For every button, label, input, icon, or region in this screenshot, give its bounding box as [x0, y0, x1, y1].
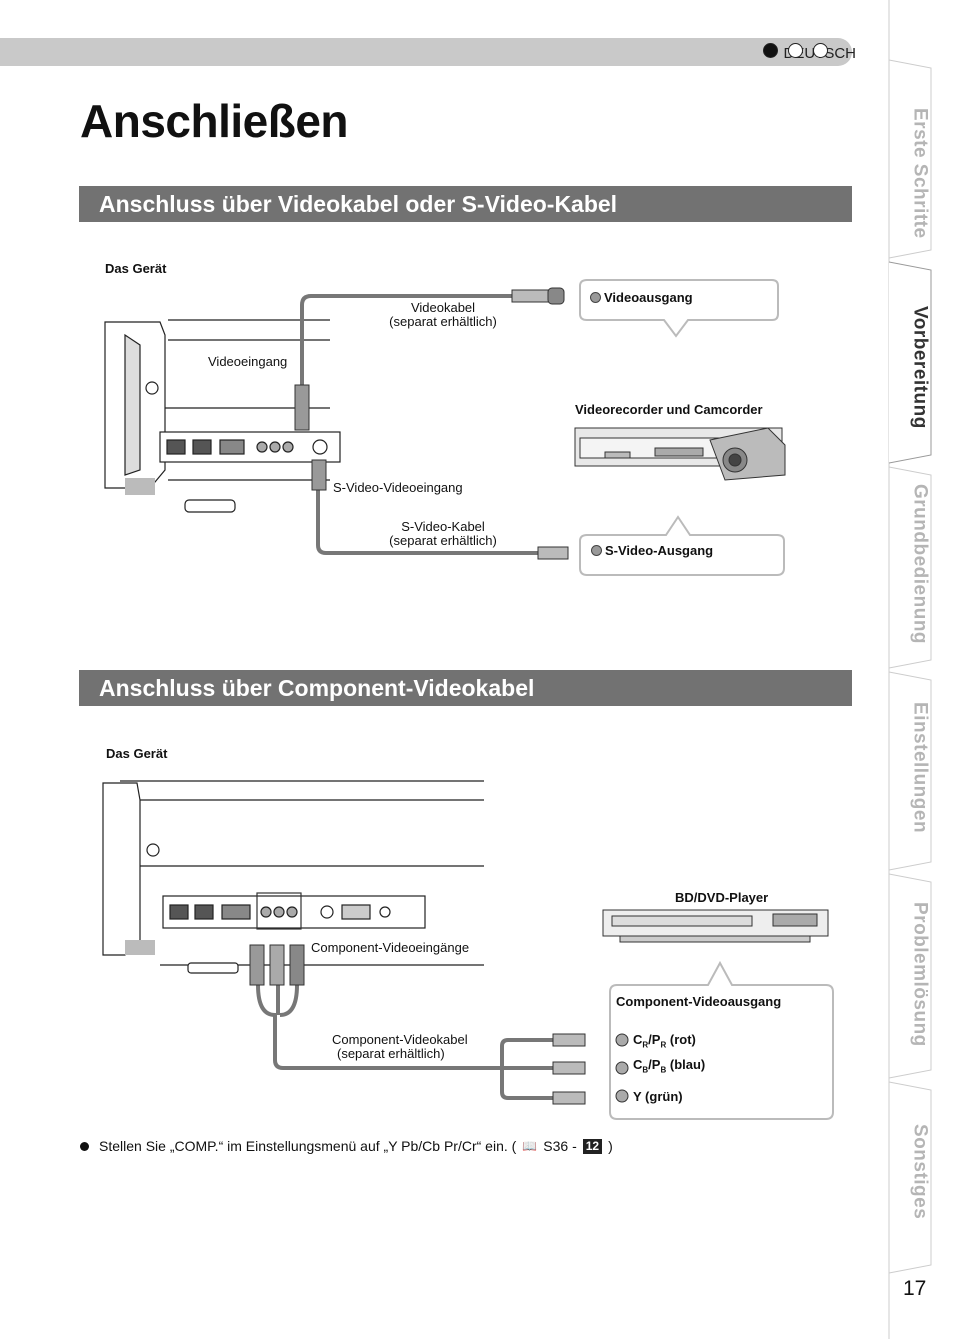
video-input-label: Videoeingang	[208, 354, 288, 369]
video-cable-label: Videokabel (separat erhältlich)	[389, 300, 497, 329]
cr-pr-label: CR/PR (rot)	[633, 1032, 696, 1050]
component-output-label: Component-Videoausgang	[616, 994, 782, 1009]
video-jack-icon	[590, 292, 601, 303]
chapter-tabs: Erste Schritte Vorbereitung Grundbedienu…	[885, 0, 954, 1339]
lang-dot	[813, 43, 828, 58]
callout-svideo-output	[579, 515, 785, 576]
svideo-cable	[316, 470, 540, 555]
device-label-1: Das Gerät	[105, 261, 167, 276]
svideo-plug-projector	[311, 459, 327, 491]
video-cable	[300, 294, 515, 410]
svideo-plug-source	[537, 546, 569, 560]
step-badge: 12	[582, 1138, 603, 1154]
callout-component-output	[609, 960, 834, 1120]
section-heading-video: Anschluss über Videokabel oder S-Video-K…	[79, 186, 852, 222]
cb-pb-label: CB/PB (blau)	[633, 1057, 706, 1075]
y-label: Y (grün)	[633, 1089, 683, 1104]
tab-einstellungen[interactable]: Einstellungen	[909, 702, 931, 834]
tab-sonstiges[interactable]: Sonstiges	[909, 1124, 931, 1220]
book-icon: 📖	[522, 1139, 538, 1153]
section-heading-component: Anschluss über Component-Videokabel	[79, 670, 852, 706]
tab-vorbereitung[interactable]: Vorbereitung	[909, 306, 931, 429]
video-plug-source	[511, 289, 553, 303]
dvd-player-illustration	[602, 909, 829, 943]
svideo-cable-label: S-Video-Kabel (separat erhältlich)	[389, 519, 497, 548]
svideo-input-label: S-Video-Videoeingang	[333, 480, 463, 495]
projector-illustration-2	[102, 780, 484, 974]
component-cable	[256, 984, 555, 1100]
page-title: Anschließen	[80, 95, 349, 147]
note-line: Stellen Sie „COMP.“ im Einstellungsmenü …	[80, 1138, 613, 1154]
svideo-output-label: S-Video-Ausgang	[591, 544, 713, 558]
tab-problemloesung[interactable]: Problemlösung	[909, 902, 931, 1047]
recorder-label: Videorecorder und Camcorder	[575, 402, 763, 417]
component-inputs-label: Component-Videoeingänge	[311, 940, 470, 955]
svideo-jack-icon	[591, 545, 602, 556]
language-indicator	[763, 43, 828, 58]
player-label: BD/DVD-Player	[675, 890, 769, 905]
video-plug-projector	[294, 384, 310, 431]
tab-grundbedienung[interactable]: Grundbedienung	[909, 484, 931, 645]
bullet-icon	[80, 1141, 89, 1151]
callout-video-output	[579, 279, 779, 338]
component-cable-label: Component-Videokabel (separat erhältlich…	[332, 1032, 468, 1061]
projector-illustration-1	[104, 319, 341, 513]
page-number: 17	[903, 1277, 927, 1300]
vcr-illustration	[574, 427, 786, 481]
lang-dot-active	[763, 43, 778, 58]
header-bar	[0, 38, 852, 66]
tab-erste-schritte[interactable]: Erste Schritte	[909, 108, 931, 239]
video-output-label: Videoausgang	[590, 291, 693, 305]
tab-outline	[888, 0, 932, 1339]
lang-dot	[788, 43, 803, 58]
device-label-2: Das Gerät	[106, 746, 168, 761]
